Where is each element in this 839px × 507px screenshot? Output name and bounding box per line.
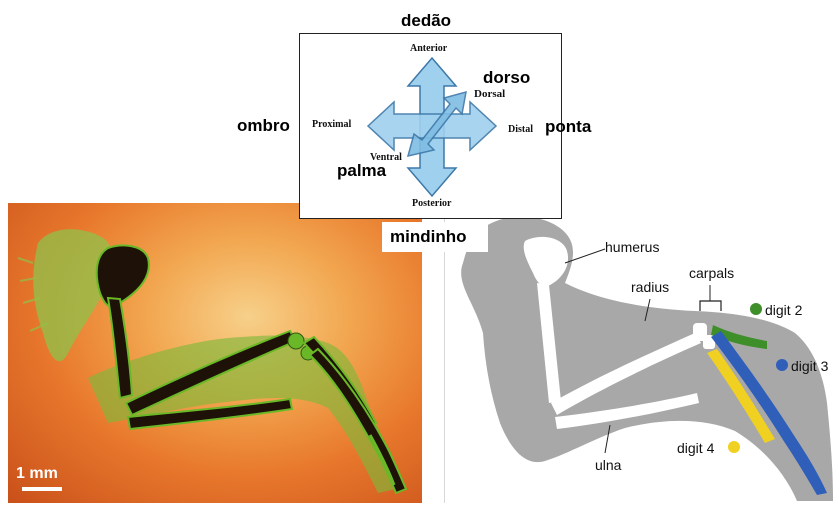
direction-compass: Anterior Dorsal Proximal Distal Ventral … [299,33,562,219]
compass-dorsal: Dorsal [474,88,505,100]
label-ulna: ulna [595,457,621,473]
label-digit-2: digit 2 [765,302,802,318]
cleared-stained-limb-photo: 1 mm [8,203,422,503]
digit-2-dot [750,303,762,315]
limb-bone-diagram: humerus radius carpals digit 2 digit 3 d… [444,203,837,503]
photo-humerus [97,245,149,306]
compass-anterior: Anterior [410,43,447,54]
scale-bar [22,487,62,491]
label-digit-4: digit 4 [677,440,714,456]
label-ponta: ponta [545,117,591,137]
scale-bar-label: 1 mm [16,465,58,483]
compass-distal: Distal [508,124,533,135]
label-digit-3: digit 3 [791,358,828,374]
label-palma: palma [337,161,386,181]
limb-specimen-graphic [8,203,422,503]
label-mindinho: mindinho [390,227,466,247]
compass-proximal: Proximal [312,119,351,130]
label-dedao: dedão [401,11,451,31]
digit-4-dot [728,441,740,453]
label-dorso: dorso [483,68,530,88]
label-humerus: humerus [605,239,659,255]
compass-posterior: Posterior [412,198,451,209]
digit-3-dot [776,359,788,371]
label-ombro: ombro [237,116,290,136]
label-radius: radius [631,279,669,295]
label-carpals: carpals [689,265,734,281]
